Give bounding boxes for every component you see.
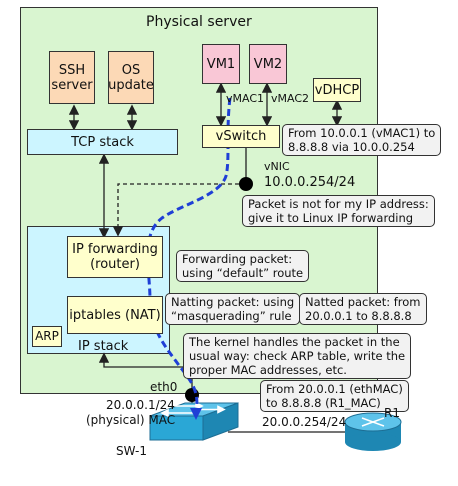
physical-server-title: Physical server [146, 14, 252, 30]
note-forwarding: Forwarding packet: using “default” route [176, 250, 310, 282]
r1-ip-label: 20.0.0.254/24 [262, 415, 347, 429]
vnic-label: vNIC [264, 160, 290, 173]
note-kernel: The kernel handles the packet in the usu… [183, 333, 412, 379]
note-natted-line1: Natted packet: from [305, 295, 421, 309]
note-forwarding-line1: Forwarding packet: [182, 252, 293, 266]
os-update-line1: OS [121, 62, 141, 78]
packet-path-arrowhead [190, 408, 202, 420]
eth0-ip-label: 20.0.0.1/24 [106, 398, 175, 412]
vdhcp-box: vDHCP [313, 78, 361, 102]
note-kernel-line1: The kernel handles the packet in the [189, 335, 400, 349]
note-natting: Natting packet: using “masquerading” rul… [165, 293, 301, 325]
ip-forwarding-line2: (router) [90, 257, 140, 272]
note-not-mine: Packet is not for my IP address: give it… [242, 195, 435, 227]
note-from-vm: From 10.0.0.1 (vMAC1) to 8.8.8.8 via 10.… [282, 124, 442, 156]
note-not-mine-line1: Packet is not for my IP address: [248, 197, 429, 211]
vnic-ipfwd-dashed [112, 183, 246, 237]
ssh-server-line2: server [51, 77, 93, 93]
ssh-server-box: SSH server [49, 51, 95, 104]
arp-box: ARP [32, 326, 62, 347]
router-icon [344, 412, 402, 451]
r1-label: R1 [384, 406, 400, 420]
note-not-mine-line2: give it to Linux IP forwarding [248, 211, 414, 225]
vmac1-label: vMAC1 [226, 92, 265, 105]
note-natted: Natted packet: from 20.0.0.1 to 8.8.8.8 [299, 293, 427, 325]
sw1-label: SW-1 [116, 444, 147, 458]
note-from-vm-line1: From 10.0.0.1 (vMAC1) to [288, 126, 436, 140]
note-from-eth: From 20.0.0.1 (ethMAC) to 8.8.8.8 (R1_MA… [260, 380, 409, 412]
ip-forwarding-box: IP forwarding (router) [67, 236, 163, 278]
vnic-interface-icon [239, 177, 253, 191]
note-kernel-line2: usual way: check ARP table, write the [189, 349, 406, 363]
note-natting-line2: “masquerading” rule [171, 309, 292, 323]
note-kernel-line3: proper MAC addresses, etc. [189, 363, 347, 377]
eth0-mac-label: (physical) MAC [86, 413, 176, 427]
vm1-box: VM1 [202, 44, 240, 84]
vswitch-box: vSwitch [202, 125, 280, 148]
vmac2-label: vMAC2 [271, 92, 310, 105]
tcp-stack-box: TCP stack [27, 129, 178, 155]
vm2-box: VM2 [249, 44, 287, 84]
note-natted-line2: 20.0.0.1 to 8.8.8.8 [305, 309, 412, 323]
note-from-eth-line1: From 20.0.0.1 (ethMAC) [266, 382, 403, 396]
ipstack-eth0-link [98, 352, 193, 388]
vnic-ip-label: 10.0.0.254/24 [264, 175, 356, 190]
iptables-nat-box: iptables (NAT) [67, 296, 163, 334]
note-natting-line1: Natting packet: using [171, 295, 295, 309]
os-update-box: OS update [108, 51, 154, 104]
ip-stack-label: IP stack [78, 339, 129, 354]
note-from-eth-line2: to 8.8.8.8 (R1_MAC) [266, 396, 381, 410]
os-update-line2: update [108, 77, 154, 93]
note-forwarding-line2: using “default” route [182, 266, 304, 280]
ssh-server-line1: SSH [58, 62, 86, 78]
ip-forwarding-line1: IP forwarding [72, 242, 158, 257]
note-from-vm-line2: 8.8.8.8 via 10.0.0.254 [288, 140, 415, 154]
eth0-label: eth0 [150, 380, 178, 394]
